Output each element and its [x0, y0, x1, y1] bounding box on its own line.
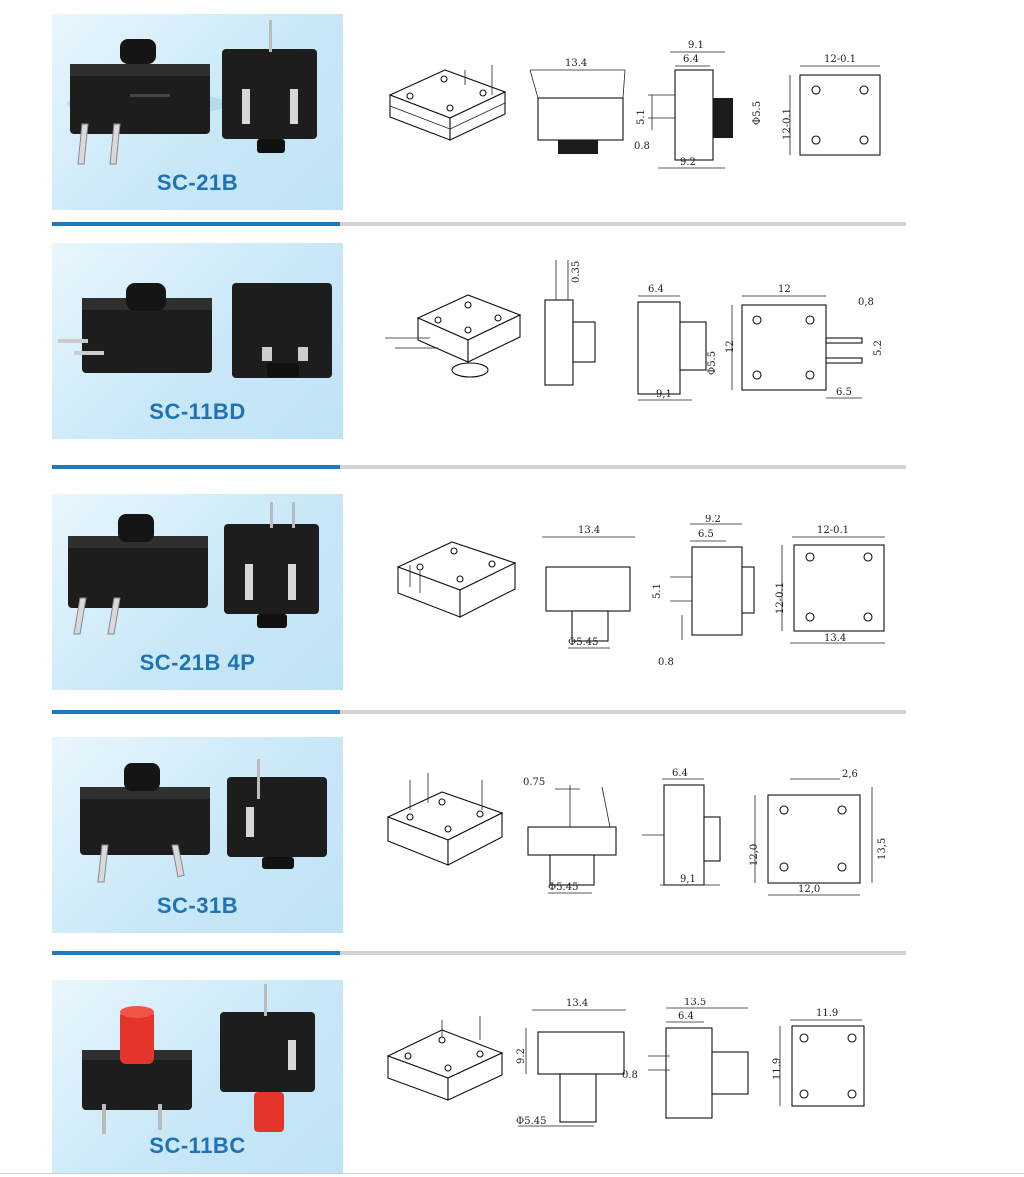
product-photo-card: SC-11BC	[52, 980, 343, 1173]
dim-len: 6.5	[836, 387, 852, 398]
dim-side-top: 12-0.1	[817, 525, 849, 536]
dim-w12: 12	[778, 284, 791, 295]
dim-top-a: 6.4	[672, 768, 688, 779]
top-view: 12 12 0,8 5.2 6.5	[725, 284, 884, 399]
technical-drawing: 13.4 9.1 6.4 5.1 0.8 9.2 Φ5.5 12-0.1	[388, 40, 881, 169]
product-photo-card: SC-21B	[52, 14, 343, 210]
dim-side-bottom: 13.4	[824, 633, 846, 644]
dim-pin-h: 5.1	[636, 109, 647, 125]
isometric-view	[386, 773, 504, 866]
technical-drawing: 0.35 6.4 9,1 Φ5.5 12 12 0,8 5.2 6.5	[385, 260, 884, 401]
dim-side-v: 12-0.1	[775, 582, 786, 614]
front-view: 0.75 Φ5.45	[523, 777, 617, 894]
switch-photo-icon	[68, 502, 319, 635]
dim-h92: 9.2	[516, 1048, 527, 1064]
dim-top-b: 6.4	[678, 1011, 694, 1022]
dim-h12: 12,0	[749, 844, 760, 866]
dim-diameter: Φ5.45	[548, 882, 578, 893]
product-row-sc-21b-4p: SC-21B 4P 13.4 Φ5.45 9.2 6.5 5.1	[0, 470, 1024, 715]
dim-pin-w: 0.8	[634, 141, 650, 152]
dim-bottom: 9,1	[680, 874, 696, 885]
isometric-view	[385, 294, 522, 378]
divider-gray	[340, 710, 906, 714]
divider-gray	[340, 465, 906, 469]
dim-diameter: Φ5.45	[568, 637, 598, 648]
dim-side-v: 11.9	[772, 1058, 783, 1080]
dim-width: 13.4	[565, 58, 587, 69]
front-view: 13.4 9.2 Φ5.45	[516, 998, 626, 1127]
isometric-view	[396, 541, 517, 618]
product-row-sc-11bd: SC-11BD 0.35 6.4 9,1 Φ5.5	[0, 230, 1024, 470]
dim-pitch: 2,6	[842, 769, 858, 780]
dim-top-b: 6.4	[683, 54, 699, 65]
dim-diameter: Φ5.5	[707, 351, 718, 375]
page-bottom-line	[0, 1173, 1024, 1174]
switch-photo-icon	[80, 759, 327, 883]
model-label: SC-11BC	[149, 1133, 246, 1158]
top-view: 2,6 12,0 13,5 12,0	[749, 769, 888, 896]
product-photo-card: SC-31B	[52, 737, 343, 933]
technical-drawing: 0.75 Φ5.45 6.4 9,1 2,6 12,0 13,5	[386, 768, 888, 896]
divider-blue	[52, 951, 340, 955]
product-row-sc-31b: SC-31B 0.75 Φ5.45 6.4 9,1	[0, 715, 1024, 960]
dim-width: 13.4	[578, 525, 600, 536]
dim-diameter: Φ5.45	[516, 1116, 546, 1127]
dim-h12: 12	[725, 340, 736, 353]
top-view: 12-0.1 12-0.1 13.4	[775, 525, 885, 644]
dim-diameter: Φ5.5	[752, 101, 763, 125]
product-photo-card: SC-11BD	[52, 243, 343, 439]
dim-top-a: 9.1	[688, 40, 704, 51]
side-view: 6.4 9,1	[642, 768, 721, 886]
model-label: SC-31B	[156, 893, 239, 918]
dim-pin-t: 0.75	[523, 777, 545, 788]
dim-side-top: 12-0.1	[824, 54, 856, 65]
isometric-view	[386, 1016, 504, 1101]
dim-pin-h: 5.1	[652, 583, 663, 599]
isometric-view	[388, 65, 507, 141]
dim-side-v: 12-0.1	[782, 108, 793, 140]
switch-photo-icon	[58, 283, 332, 378]
side-view: 6.4 9,1 Φ5.5	[637, 284, 718, 401]
dim-width: 13.4	[566, 998, 588, 1009]
model-label: SC-21B 4P	[139, 650, 256, 675]
product-row-sc-21b: SC-21B 13.4 9.1 6.4	[0, 0, 1024, 230]
dim-top-a: 6.4	[648, 284, 664, 295]
switch-photo-icon	[82, 984, 315, 1134]
divider-blue	[52, 710, 340, 714]
dim-top-a: 13.5	[684, 998, 706, 1008]
dim-bottom: 9,1	[656, 389, 672, 400]
side-view: 9.1 6.4 5.1 0.8 9.2 Φ5.5	[634, 40, 763, 169]
product-row-sc-11bc: SC-11BC 13.4 9.2 Φ5.45 13.5 6.4	[0, 960, 1024, 1173]
technical-drawing: 13.4 Φ5.45 9.2 6.5 5.1 0.8 12-0.1 12-0.1	[396, 515, 885, 668]
front-view: 13.4 Φ5.45	[542, 525, 635, 649]
divider-gray	[340, 222, 906, 226]
dim-bottom: 9.2	[680, 157, 696, 168]
technical-drawing: 13.4 9.2 Φ5.45 13.5 6.4 0.8 11.9 11.9	[386, 998, 865, 1127]
side-view: 9.2 6.5 5.1 0.8	[652, 515, 755, 668]
model-label: SC-21B	[156, 170, 239, 195]
dim-pitch: 5.2	[873, 340, 884, 356]
front-view: 13.4	[529, 58, 626, 154]
dim-h135: 13,5	[877, 838, 888, 860]
top-view: 12-0.1 12-0.1	[782, 54, 881, 156]
dim-side-top: 11.9	[816, 1008, 838, 1019]
dim-pin-w: 0.8	[658, 657, 674, 668]
divider-blue	[52, 465, 340, 469]
product-photo-card: SC-21B 4P	[52, 494, 343, 690]
divider-gray	[340, 951, 906, 955]
dim-top-a: 9.2	[705, 515, 721, 525]
switch-photo-icon	[67, 20, 317, 165]
side-view: 13.5 6.4 0.8	[622, 998, 749, 1119]
dim-pin-w: 0,8	[858, 297, 874, 308]
top-view: 11.9 11.9	[772, 1008, 865, 1107]
dim-top-b: 6.5	[698, 529, 714, 540]
model-label: SC-11BD	[149, 399, 246, 424]
dim-w12: 12,0	[798, 884, 820, 895]
dim-pin-w: 0.8	[622, 1070, 638, 1081]
divider-blue	[52, 222, 340, 226]
dim-pin-t: 0.35	[571, 261, 582, 283]
front-view: 0.35	[544, 260, 596, 386]
